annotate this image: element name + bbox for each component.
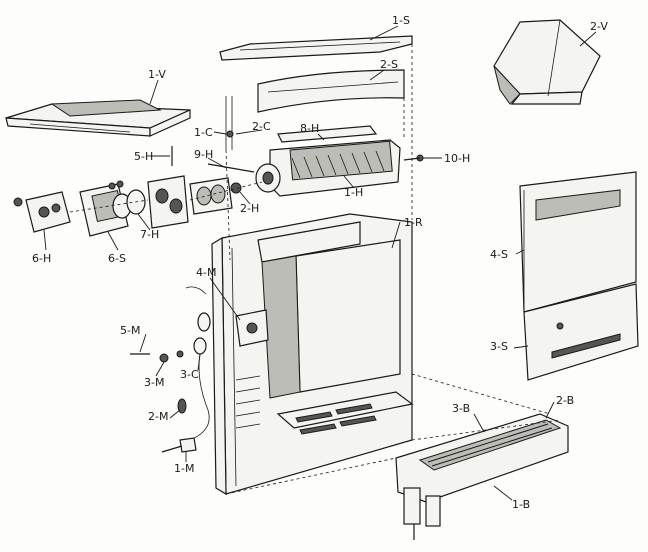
part-1-v-vent-cap [5,99,191,137]
part-3-m-pilot [159,350,184,363]
label-2-h: 2-H [240,202,259,215]
part-1-h-heat-exchanger [255,125,401,197]
part-4-m-gas-valve [185,286,269,347]
label-5-m: 5-M [120,324,140,337]
part-7-h-gasket-rings [108,180,146,219]
part-2-h-fitting [230,182,242,194]
part-6-h-flange [13,191,71,233]
label-3-b: 3-B [452,402,470,415]
part-3-s-lower-door [523,283,639,381]
part-1-c-2-c-wires [225,96,234,150]
part-2-v-vent-hood [493,19,601,105]
label-7-h: 7-H [140,228,159,241]
part-9-h-rod [207,163,255,173]
leader-lines [43,25,597,501]
label-1-b: 1-B [512,498,530,511]
label-3-s: 3-S [490,340,508,353]
label-4-m: 4-M [196,266,216,279]
part-1-r-combustion-chamber [257,221,401,399]
label-1-v: 1-V [148,68,166,81]
part-3-c-thermocouple [189,337,210,441]
label-10-h: 10-H [444,152,470,165]
part-burner-tray [276,391,414,435]
label-2-c: 2-C [252,120,271,133]
label-6-s: 6-S [108,252,126,265]
label-6-h: 6-H [32,252,51,265]
label-1-s: 1-S [392,14,410,27]
label-2-v: 2-V [590,20,608,33]
assembly-guide-lines [69,44,561,495]
part-1-s-top-panel [219,35,413,61]
part-2-s-draft-hood-cover [257,69,405,113]
part-oval-gasket [189,177,233,215]
label-4-s: 4-S [490,248,508,261]
part-3-b-2-b-burner-ports [418,419,562,471]
label-1-h: 1-H [344,186,363,199]
label-2-m: 2-M [148,410,168,423]
part-4-s-upper-door [519,171,637,313]
part-1-m-bracket [161,437,197,453]
label-3-c: 3-C [180,368,199,381]
label-8-h: 8-H [300,122,319,135]
label-9-h: 9-H [194,148,213,161]
label-1-m: 1-M [174,462,194,475]
label-2-b: 2-B [556,394,574,407]
label-3-m: 3-M [144,376,164,389]
label-1-c: 1-C [194,126,213,139]
label-2-s: 2-S [380,58,398,71]
part-burner-plate [147,175,189,229]
label-5-h: 5-H [134,150,153,163]
part-labels: 1-S 2-S 1-V 2-V 1-C 2-C 8-H 5-H 9-H 10-H… [32,14,608,511]
part-10-h-bolt [403,154,424,162]
label-1-r: 1-R [404,216,423,229]
part-2-m-piezo [177,398,187,414]
